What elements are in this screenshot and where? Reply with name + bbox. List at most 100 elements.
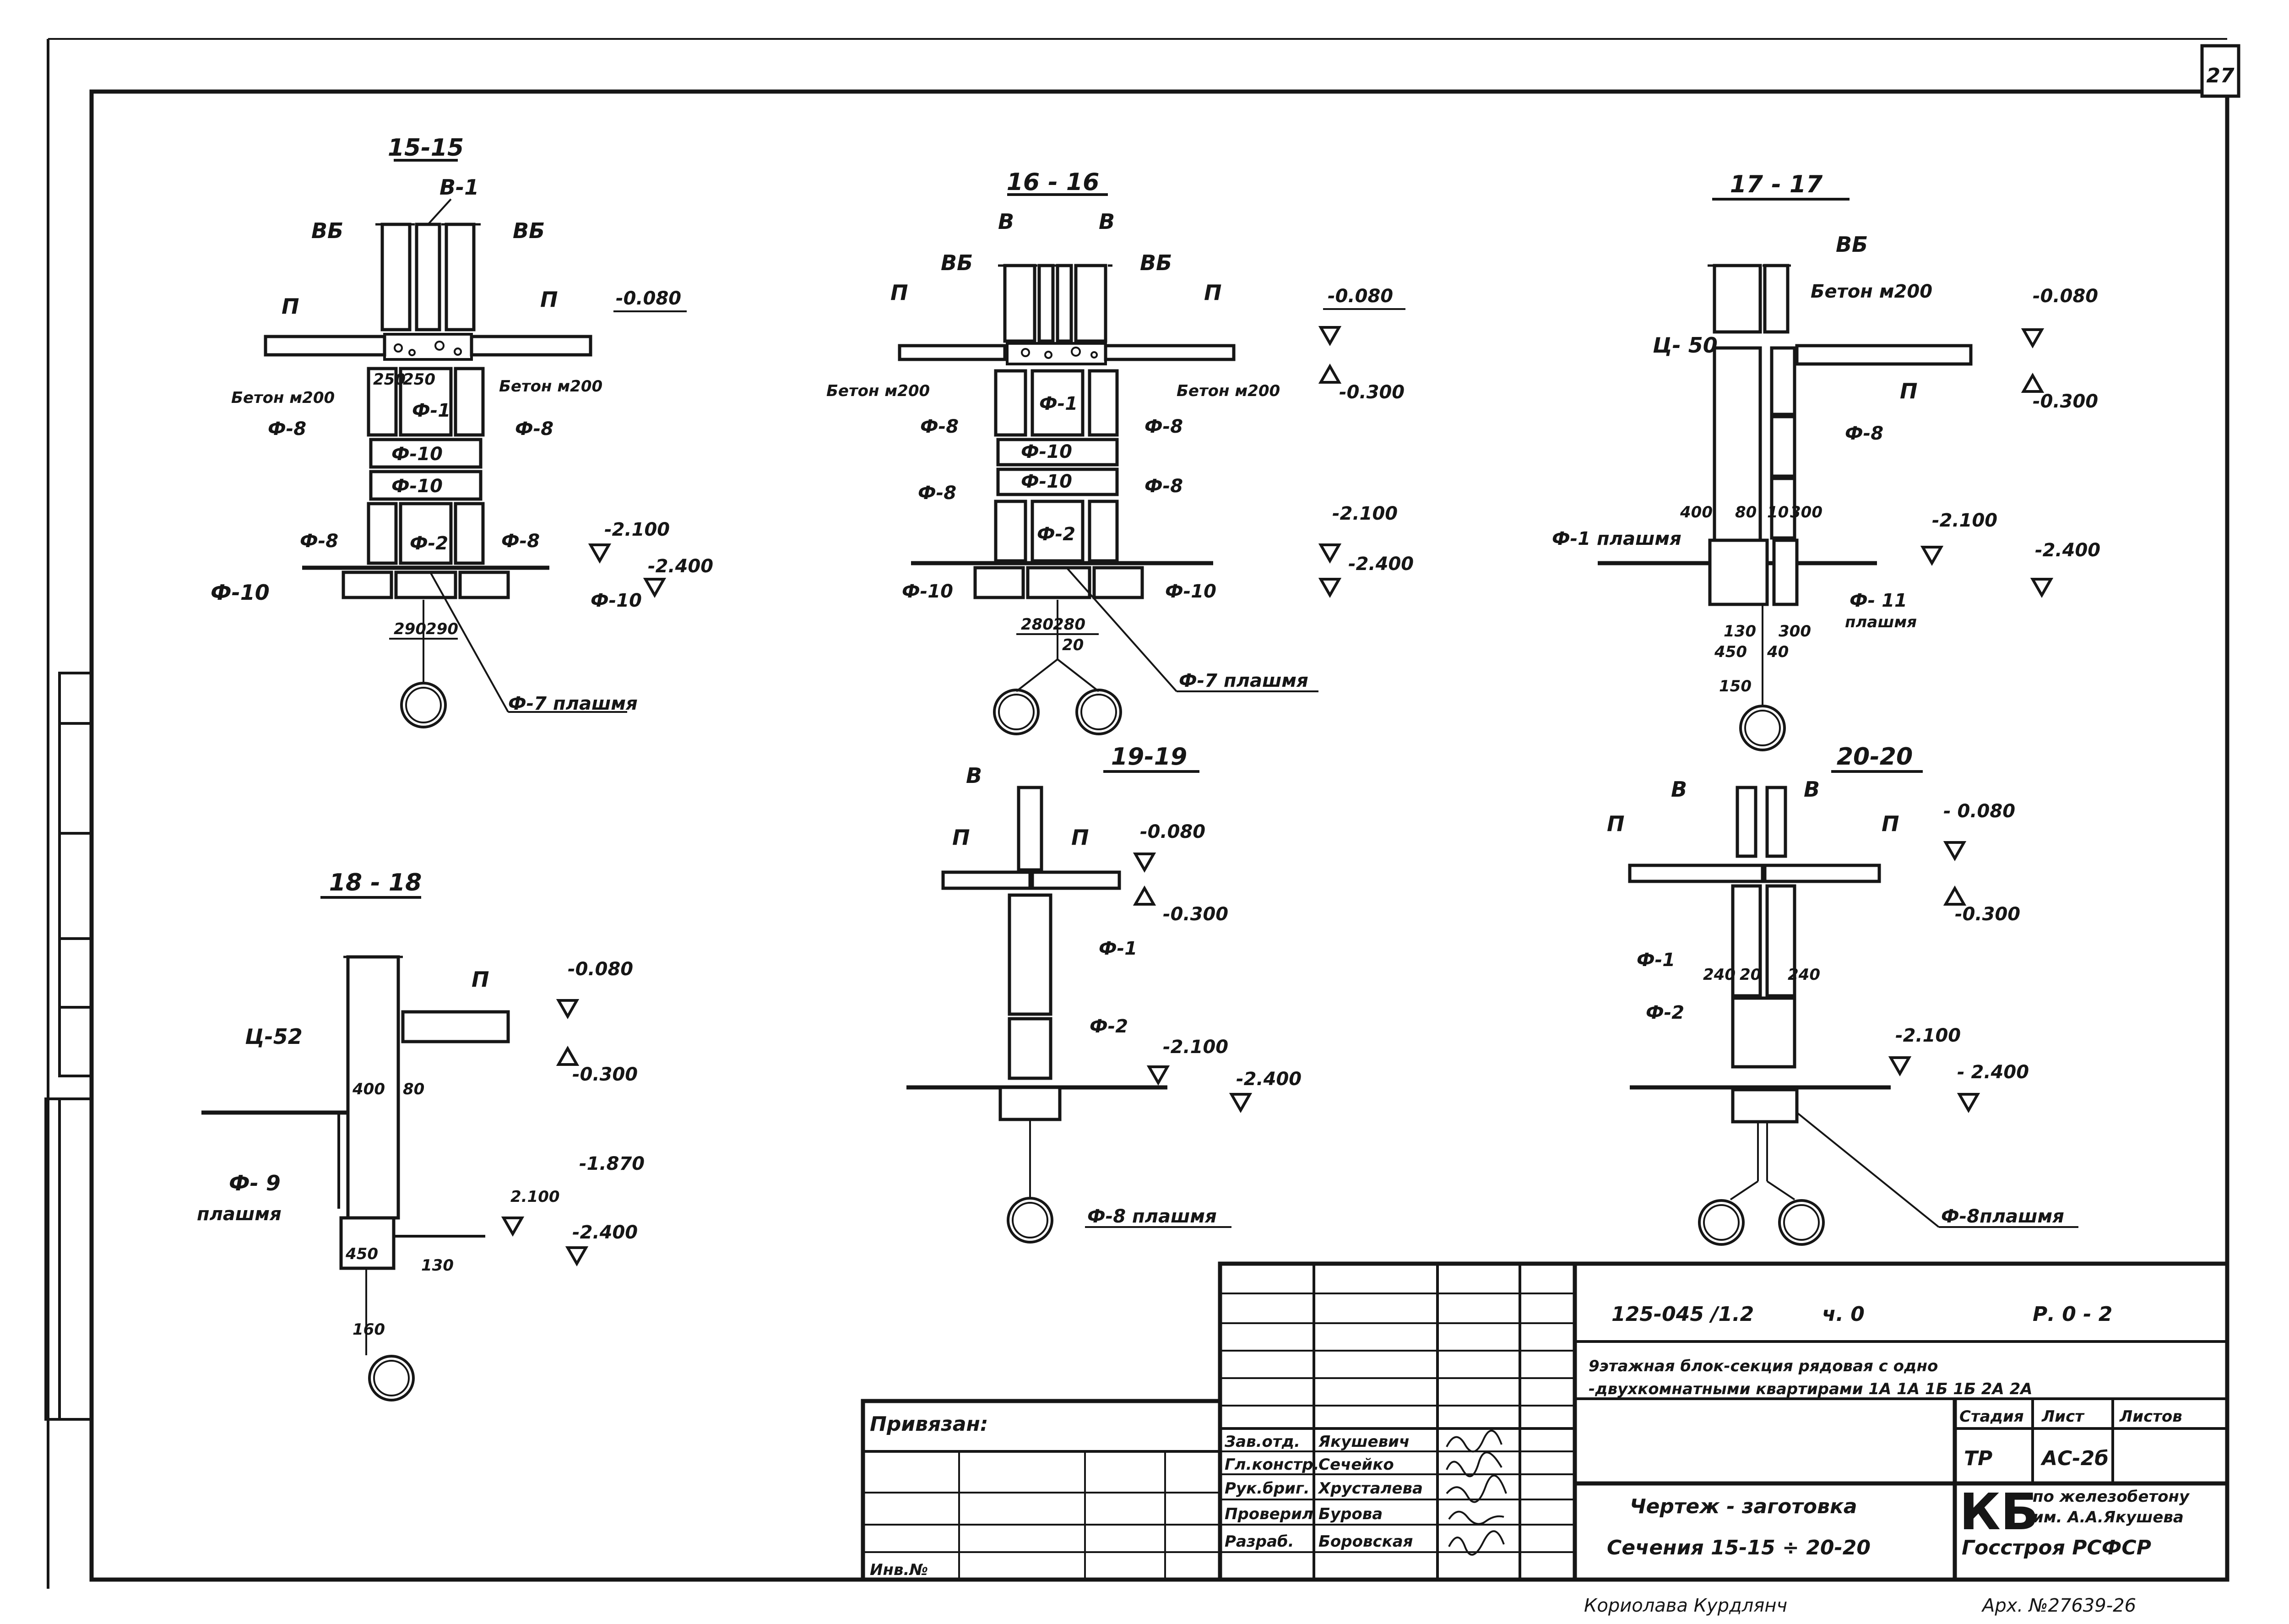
dim: 400 bbox=[1680, 503, 1713, 521]
level: -0.300 bbox=[2033, 391, 2098, 412]
description-line-2: -двухкомнатными квартирами 1А 1А 1Б 1Б 2… bbox=[1589, 1380, 2033, 1398]
name: Хрусталева bbox=[1318, 1479, 1423, 1498]
label: Ф-10 bbox=[391, 476, 443, 497]
label: Ф-1 bbox=[1637, 950, 1675, 971]
dim: 300 bbox=[1779, 622, 1811, 641]
org-line-3: Госстроя РСФСР bbox=[1962, 1536, 2151, 1559]
level: -0.300 bbox=[1955, 904, 2020, 925]
label: В bbox=[998, 209, 1014, 234]
label: Ф-7 плашмя bbox=[508, 693, 638, 714]
label: Ф-8плашмя bbox=[1941, 1206, 2064, 1227]
doc-title-2: Сечения 15-15 ÷ 20-20 bbox=[1607, 1536, 1871, 1559]
label: В-1 bbox=[439, 175, 479, 200]
section-title: 16 - 16 bbox=[1007, 168, 1100, 196]
label: Ф-8 bbox=[515, 418, 553, 440]
label: Бетон м200 bbox=[1811, 281, 1932, 302]
label: П bbox=[1882, 811, 1899, 836]
label: Ф-10 bbox=[211, 580, 270, 605]
label: Бетон м200 bbox=[231, 389, 335, 407]
label: Ф-8 bbox=[268, 418, 306, 440]
org-line-1: по железобетону bbox=[2033, 1488, 2190, 1506]
section-20-20: 20-20 В В П П Ф-1 Ф-2 Ф-8плашмя 240 20 2… bbox=[1607, 743, 2078, 1246]
level: -0.080 bbox=[1328, 286, 1393, 307]
dim: 250 bbox=[373, 370, 406, 389]
label: В bbox=[1099, 209, 1115, 234]
sheets-header: Листов bbox=[2119, 1407, 2182, 1426]
section-code: Р. 0 - 2 bbox=[2033, 1303, 2112, 1326]
dim: 240 bbox=[1788, 966, 1820, 984]
label: П bbox=[952, 825, 970, 850]
dim: 80 bbox=[1735, 503, 1757, 521]
label: Ф-10 bbox=[902, 581, 953, 602]
label: ВБ bbox=[1140, 250, 1172, 275]
section-title: 18 - 18 bbox=[329, 869, 422, 896]
dim: 450 bbox=[345, 1245, 378, 1263]
level: -2.100 bbox=[1932, 510, 1997, 531]
label: Ф-8 bbox=[920, 416, 959, 437]
label: П bbox=[1900, 379, 1918, 403]
label: Ф-10 bbox=[391, 444, 443, 465]
stage-value: ТР bbox=[1964, 1447, 1992, 1470]
label: Ф-10 bbox=[1021, 441, 1072, 462]
role: Зав.отд. bbox=[1224, 1433, 1300, 1451]
level: -0.300 bbox=[1163, 904, 1228, 925]
dim: 300 bbox=[1790, 503, 1823, 521]
dim: 400 bbox=[352, 1080, 385, 1098]
section-18-18: 18 - 18 П Ц-52 Ф- 9 плашмя 400 80 450 13… bbox=[197, 869, 645, 1401]
level: -2.400 bbox=[2035, 540, 2100, 561]
section-title: 20-20 bbox=[1837, 743, 1913, 771]
dim: 250 bbox=[403, 370, 435, 389]
dim: 290 bbox=[426, 620, 458, 638]
level: -0.080 bbox=[568, 959, 633, 980]
section-15-15: 15-15 В-1 ВБ ВБ П П Б bbox=[211, 134, 713, 728]
org-line-2: им. А.А.Якушева bbox=[2033, 1508, 2184, 1526]
section-title: 19-19 bbox=[1111, 743, 1187, 771]
dim: 150 bbox=[1719, 677, 1752, 695]
label: В bbox=[1804, 777, 1820, 802]
label: Ф-8 bbox=[1144, 416, 1183, 437]
level: -2.400 bbox=[648, 556, 713, 577]
level: - 0.080 bbox=[1943, 801, 2015, 822]
dim: 290 bbox=[394, 620, 426, 638]
project-code: 125-045 /1.2 bbox=[1611, 1303, 1754, 1326]
label: П bbox=[540, 287, 558, 312]
archive-number: Арх. №27639-26 bbox=[1981, 1595, 2136, 1616]
level: -0.080 bbox=[1140, 821, 1205, 842]
label: Ф-8 плашмя bbox=[1087, 1206, 1217, 1227]
label: Ф-1 bbox=[1039, 393, 1078, 414]
label: ВБ bbox=[941, 250, 973, 275]
label: Ф- 9 bbox=[229, 1171, 281, 1195]
label: Ф-2 bbox=[1037, 524, 1075, 545]
level: -2.100 bbox=[1332, 503, 1398, 524]
label: ВБ bbox=[513, 218, 545, 243]
label: П bbox=[282, 294, 299, 319]
name: Бурова bbox=[1318, 1505, 1383, 1523]
level: -2.400 bbox=[572, 1222, 638, 1243]
label: Ф-8 bbox=[1144, 476, 1183, 497]
dim: 20 bbox=[1062, 636, 1084, 654]
label: Ц-52 bbox=[245, 1024, 303, 1049]
dim: 450 bbox=[1714, 643, 1747, 661]
level: -2.100 bbox=[1163, 1037, 1228, 1058]
dim: 280 bbox=[1021, 615, 1053, 634]
label: плашмя bbox=[197, 1204, 282, 1225]
label: Ф-10 bbox=[591, 590, 642, 611]
label: Бетон м200 bbox=[499, 377, 602, 396]
title-block: Привязан: Инв.№ 125-045 /1.2 ч. 0 Р. 0 -… bbox=[861, 1261, 2229, 1582]
label: Ф-7 плашмя bbox=[1179, 670, 1308, 691]
label: Ф-1 bbox=[412, 400, 450, 421]
level: -2.100 bbox=[604, 519, 670, 540]
part: ч. 0 bbox=[1822, 1303, 1865, 1326]
level: -1.870 bbox=[579, 1153, 645, 1174]
level: 2.100 bbox=[510, 1188, 560, 1206]
dim: 80 bbox=[403, 1080, 424, 1098]
dim: 280 bbox=[1053, 615, 1085, 634]
label: Ц- 50 bbox=[1653, 333, 1718, 358]
label: плашмя bbox=[1845, 613, 1917, 631]
level: -2.400 bbox=[1348, 554, 1414, 575]
dim: 40 bbox=[1767, 643, 1789, 661]
role: Проверил bbox=[1225, 1505, 1313, 1523]
label: Ф-2 bbox=[1646, 1002, 1684, 1023]
dim: 20 bbox=[1740, 966, 1761, 984]
